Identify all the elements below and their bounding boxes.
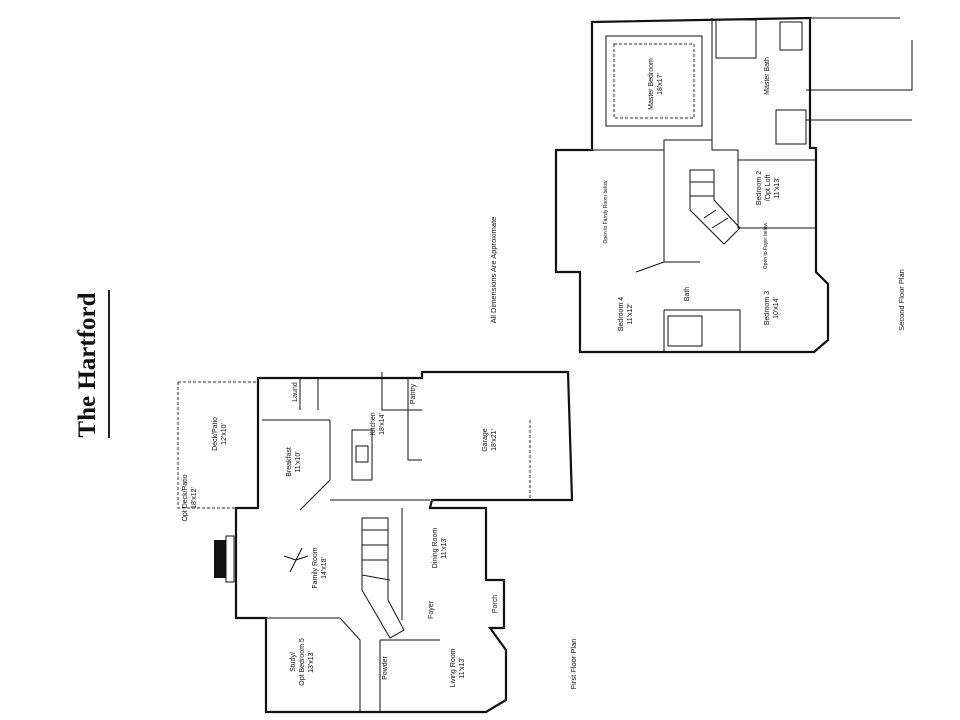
room-bedroom-2-size: 11'x13' (774, 177, 781, 199)
second-floor-walls (554, 16, 913, 354)
room-porch: Porch (492, 594, 499, 614)
second-floor-caption: Second Floor Plan (897, 269, 906, 331)
room-bath: Bath (684, 286, 691, 302)
title-underline (108, 290, 110, 438)
room-living-size: 11'x13' (459, 657, 466, 679)
room-dining: Dining Room (432, 527, 439, 569)
room-pantry: Pantry (410, 383, 417, 405)
room-deck-size: 12'x10' (221, 423, 228, 445)
room-master-bath: Master Bath (764, 57, 771, 95)
room-bedroom-2-loft: /Opt Loft (765, 174, 772, 202)
first-floor-walls (177, 370, 574, 714)
room-breakfast-size: 11'x10' (295, 451, 302, 473)
room-bedroom-4: Bedroom 4 (618, 296, 625, 332)
first-floor-caption: First Floor Plan (569, 638, 578, 690)
open-to-foyer: Open to Foyer below (763, 222, 769, 270)
room-bedroom-4-size: 11'x12' (627, 303, 634, 325)
room-study-size: 13'x13' (308, 651, 315, 673)
room-laund: Laund (292, 382, 299, 402)
room-living: Living Room (450, 648, 457, 688)
room-kitchen-size: 18'x14' (379, 413, 386, 435)
room-bedroom-3-size: 10'x14' (773, 297, 780, 319)
room-bedroom-3: Bedroom 3 (764, 290, 771, 326)
room-powder: Powder (382, 656, 389, 680)
room-opt-deck-size: 18'x12' (191, 487, 198, 509)
room-opt-deck: Opt Deck/Patio (182, 474, 189, 522)
room-study-2: Opt Bedroom 5 (299, 638, 306, 686)
room-study: Study/ (290, 652, 297, 672)
room-master-bedroom-size: 18'x17' (657, 73, 664, 95)
room-kitchen: Kitchen (370, 412, 377, 436)
room-foyer: Foyer (428, 601, 435, 619)
room-family-size: 14'x18' (321, 557, 328, 579)
dimensions-note: All Dimensions Are Approximate (489, 216, 498, 324)
room-bedroom-2: Bedroom 2 (756, 170, 763, 206)
room-dining-size: 11'x13' (441, 537, 448, 559)
room-deck: Deck/Patio (212, 417, 219, 451)
room-garage: Garage (482, 428, 489, 452)
room-master-bedroom: Master Bedroom (648, 58, 655, 110)
room-breakfast: Breakfast (286, 447, 293, 477)
room-garage-size: 18'x21' (491, 429, 498, 451)
room-family: Family Room (312, 547, 319, 589)
open-to-family-room: Open to Family Room below (603, 180, 609, 244)
